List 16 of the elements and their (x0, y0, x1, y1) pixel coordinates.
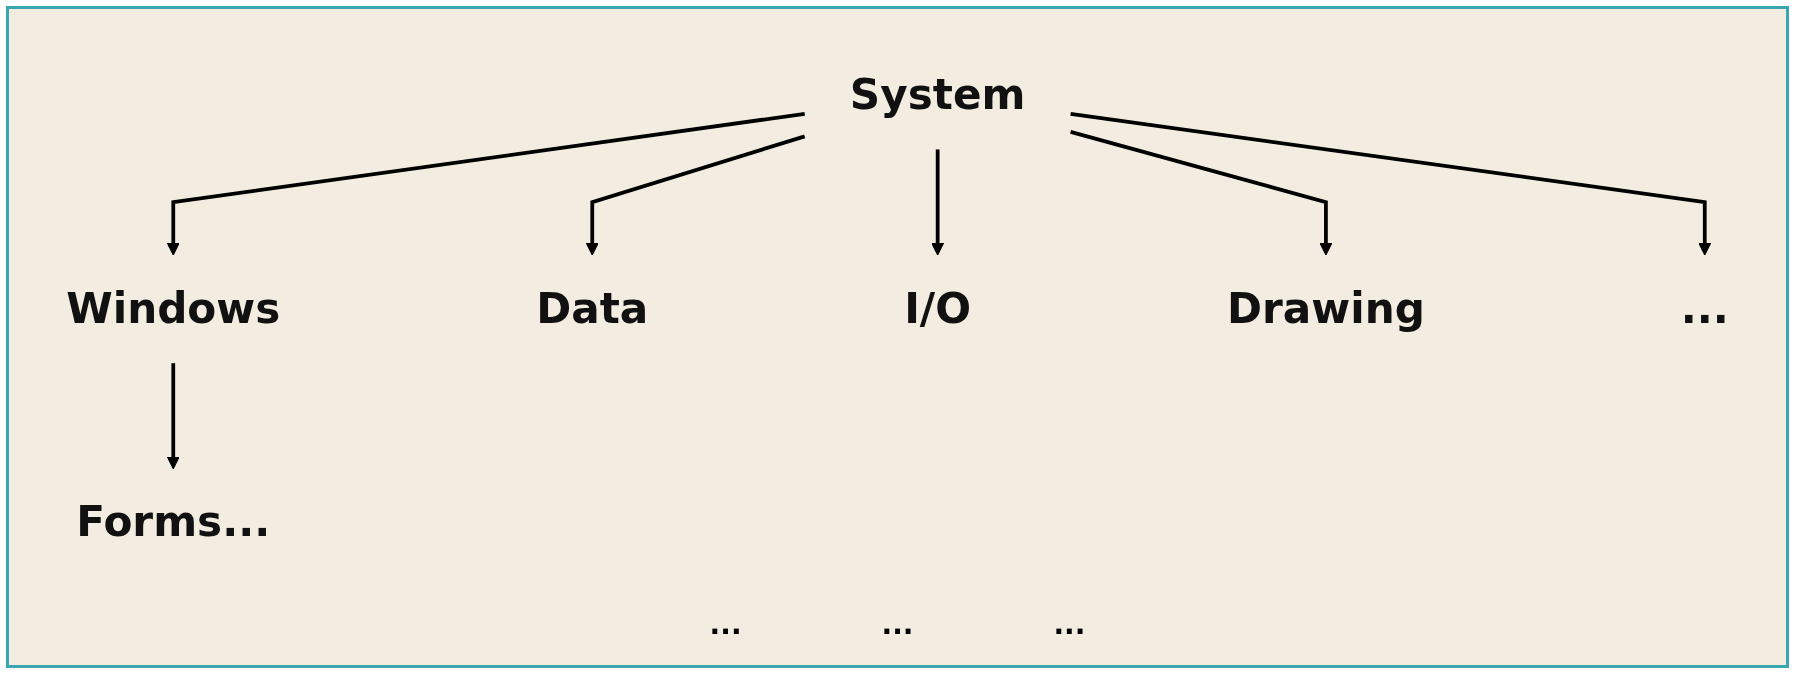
arrow (166, 111, 805, 255)
arrow (1070, 111, 1712, 255)
arrow (166, 362, 180, 469)
node-text: Drawing (1227, 282, 1425, 333)
arrow (931, 148, 945, 255)
arrow (1070, 129, 1333, 255)
node-text: Windows (66, 282, 281, 333)
node-text: ... (1680, 282, 1729, 333)
node-text: Forms... (76, 496, 271, 547)
node-text: I/O (904, 282, 972, 333)
ellipsis-text: ... (1053, 608, 1086, 641)
node-text: Data (536, 282, 649, 333)
ellipsis-text: ... (709, 608, 742, 641)
ellipsis-text: ... (881, 608, 914, 641)
node-text: System (849, 69, 1026, 119)
arrow (585, 134, 806, 255)
